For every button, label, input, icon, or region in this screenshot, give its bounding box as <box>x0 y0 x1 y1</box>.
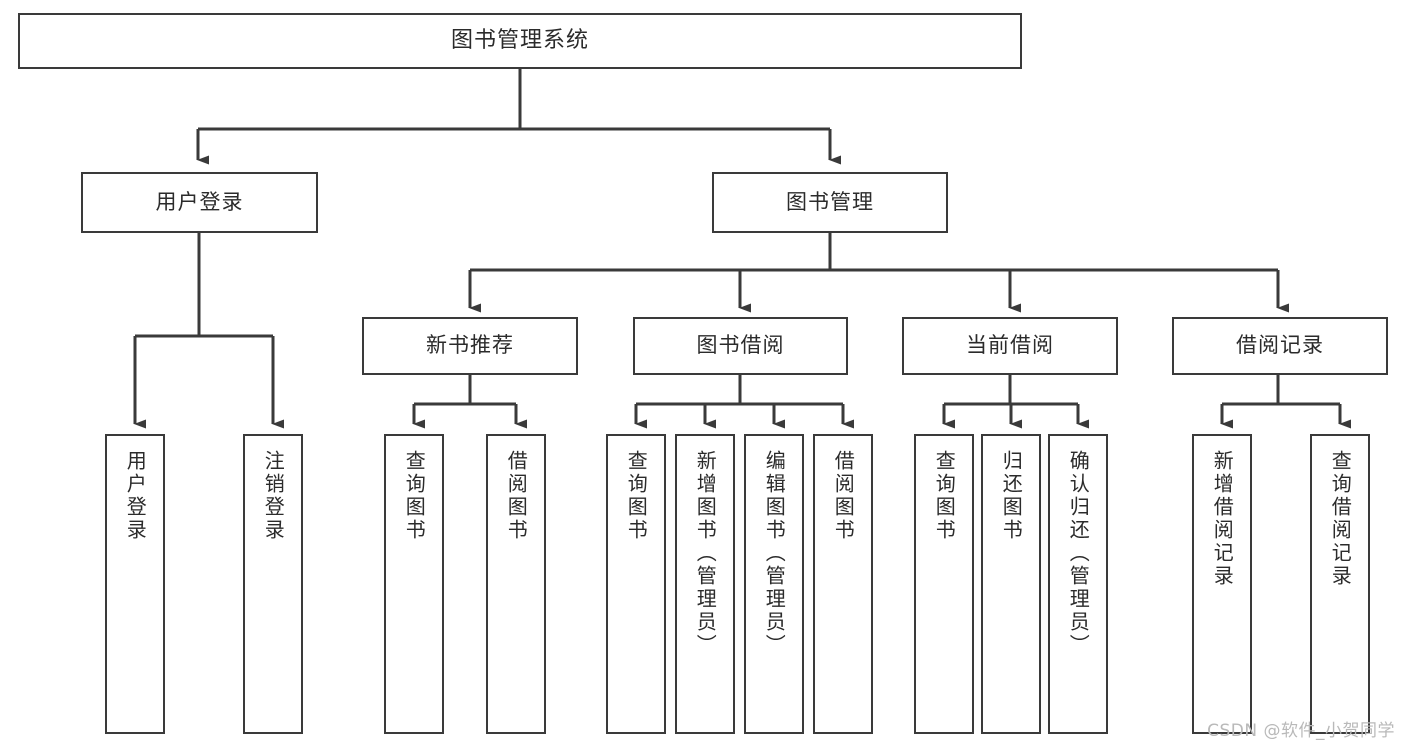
node-leaf-query-book-3[interactable]: 查询图书 <box>914 434 974 734</box>
node-label: 新增图书（管理员） <box>693 450 718 657</box>
watermark-text: CSDN @软件_小贺同学 <box>1207 721 1395 741</box>
node-leaf-return-book[interactable]: 归还图书 <box>981 434 1041 734</box>
node-label: 图书借阅 <box>696 333 785 358</box>
node-leaf-borrow-book-1[interactable]: 借阅图书 <box>486 434 546 734</box>
node-leaf-edit-book[interactable]: 编辑图书（管理员） <box>744 434 804 734</box>
node-label: 新增借阅记录 <box>1210 450 1235 588</box>
node-label: 查询图书 <box>402 450 427 542</box>
node-label: 图书管理系统 <box>450 27 589 53</box>
node-leaf-user-login[interactable]: 用户登录 <box>105 434 165 734</box>
node-label: 查询图书 <box>932 450 957 542</box>
node-leaf-add-book[interactable]: 新增图书（管理员） <box>675 434 735 734</box>
node-user-login[interactable]: 用户登录 <box>81 172 318 233</box>
node-label: 用户登录 <box>155 189 244 214</box>
node-leaf-logout-login[interactable]: 注销登录 <box>243 434 303 734</box>
node-borrow-record[interactable]: 借阅记录 <box>1172 317 1388 375</box>
node-label: 注销登录 <box>261 450 286 542</box>
node-label: 确认归还（管理员） <box>1066 450 1091 657</box>
node-label: 借阅记录 <box>1236 333 1324 358</box>
node-label: 当前借阅 <box>966 333 1054 358</box>
node-label: 查询图书 <box>624 450 649 542</box>
node-label: 用户登录 <box>123 450 148 542</box>
node-leaf-query-book-1[interactable]: 查询图书 <box>384 434 444 734</box>
node-leaf-confirm-return[interactable]: 确认归还（管理员） <box>1048 434 1108 734</box>
node-root-system[interactable]: 图书管理系统 <box>18 13 1022 69</box>
node-book-borrow[interactable]: 图书借阅 <box>633 317 848 375</box>
node-label: 编辑图书（管理员） <box>762 450 787 657</box>
node-new-book-recommend[interactable]: 新书推荐 <box>362 317 578 375</box>
node-label: 借阅图书 <box>504 450 529 542</box>
node-label: 归还图书 <box>999 450 1024 542</box>
node-label: 新书推荐 <box>426 333 514 358</box>
node-leaf-query-record[interactable]: 查询借阅记录 <box>1310 434 1370 734</box>
node-label: 查询借阅记录 <box>1328 450 1353 588</box>
node-book-management[interactable]: 图书管理 <box>712 172 948 233</box>
node-leaf-borrow-book-2[interactable]: 借阅图书 <box>813 434 873 734</box>
node-leaf-query-book-2[interactable]: 查询图书 <box>606 434 666 734</box>
node-label: 借阅图书 <box>831 450 856 542</box>
node-label: 图书管理 <box>786 189 874 214</box>
node-current-borrow[interactable]: 当前借阅 <box>902 317 1118 375</box>
node-leaf-add-record[interactable]: 新增借阅记录 <box>1192 434 1252 734</box>
